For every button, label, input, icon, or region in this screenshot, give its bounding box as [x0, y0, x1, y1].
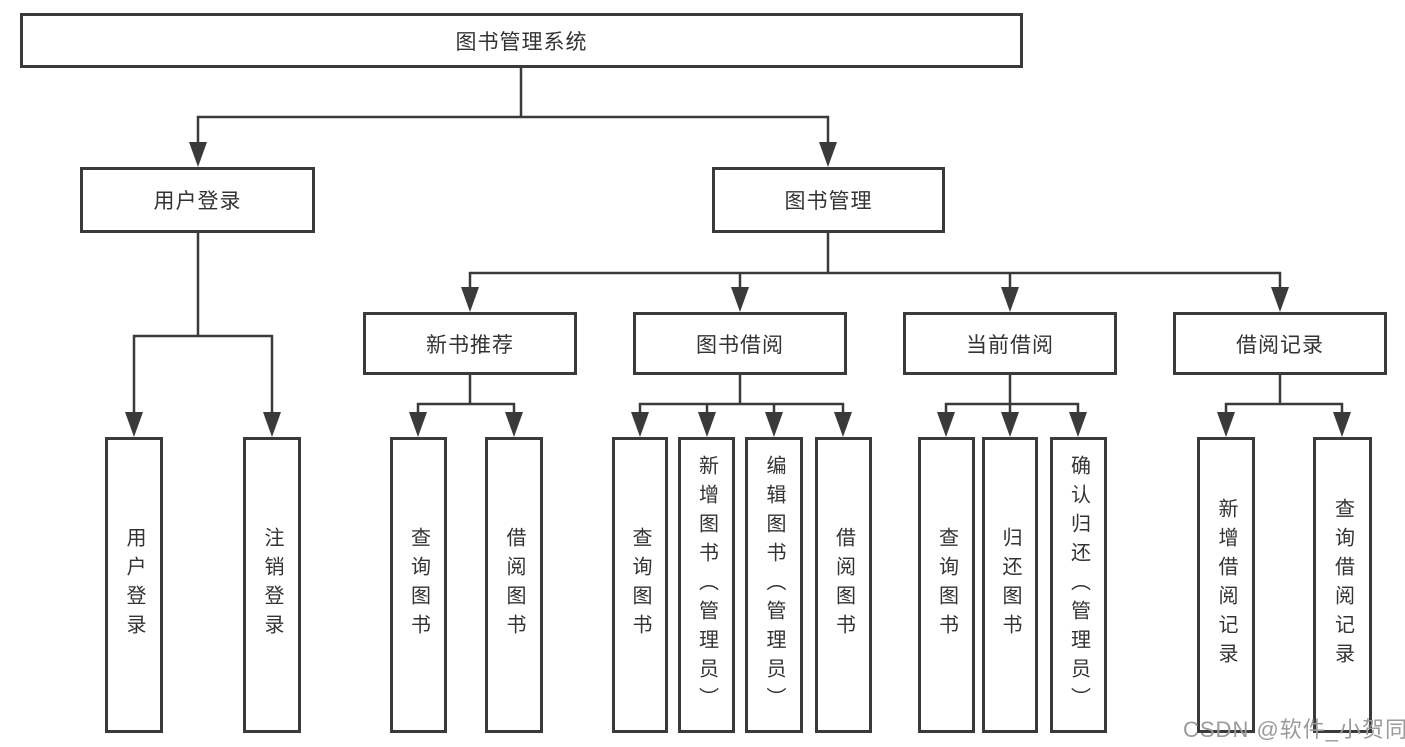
leaf-query-book-borrow: 查询图书	[612, 437, 668, 733]
leaf-user-login: 用户登录	[105, 437, 163, 733]
node-system-root: 图书管理系统	[20, 13, 1023, 68]
node-book-borrow: 图书借阅	[633, 312, 847, 375]
leaf-borrow-book: 借阅图书	[815, 437, 872, 733]
leaf-query-book-recommend: 查询图书	[390, 437, 447, 733]
leaf-borrow-book-recommend: 借阅图书	[485, 437, 543, 733]
leaf-add-borrow-record: 新增借阅记录	[1197, 437, 1255, 733]
node-current-borrow: 当前借阅	[903, 312, 1117, 375]
leaf-query-book-current: 查询图书	[918, 437, 975, 733]
csdn-watermark: CSDN @软件_小贺同学	[1183, 717, 1405, 742]
node-borrow-record: 借阅记录	[1173, 312, 1387, 375]
node-new-book-recommend: 新书推荐	[363, 312, 577, 375]
leaf-logout-login: 注销登录	[243, 437, 301, 733]
node-book-management: 图书管理	[712, 167, 945, 233]
leaf-query-borrow-record: 查询借阅记录	[1313, 437, 1372, 733]
leaf-edit-book-admin: 编辑图书（管理员）	[745, 437, 803, 733]
node-user-login: 用户登录	[80, 167, 315, 233]
leaf-return-book: 归还图书	[982, 437, 1038, 733]
leaf-confirm-return-admin: 确认归还（管理员）	[1050, 437, 1107, 733]
leaf-add-book-admin: 新增图书（管理员）	[678, 437, 735, 733]
